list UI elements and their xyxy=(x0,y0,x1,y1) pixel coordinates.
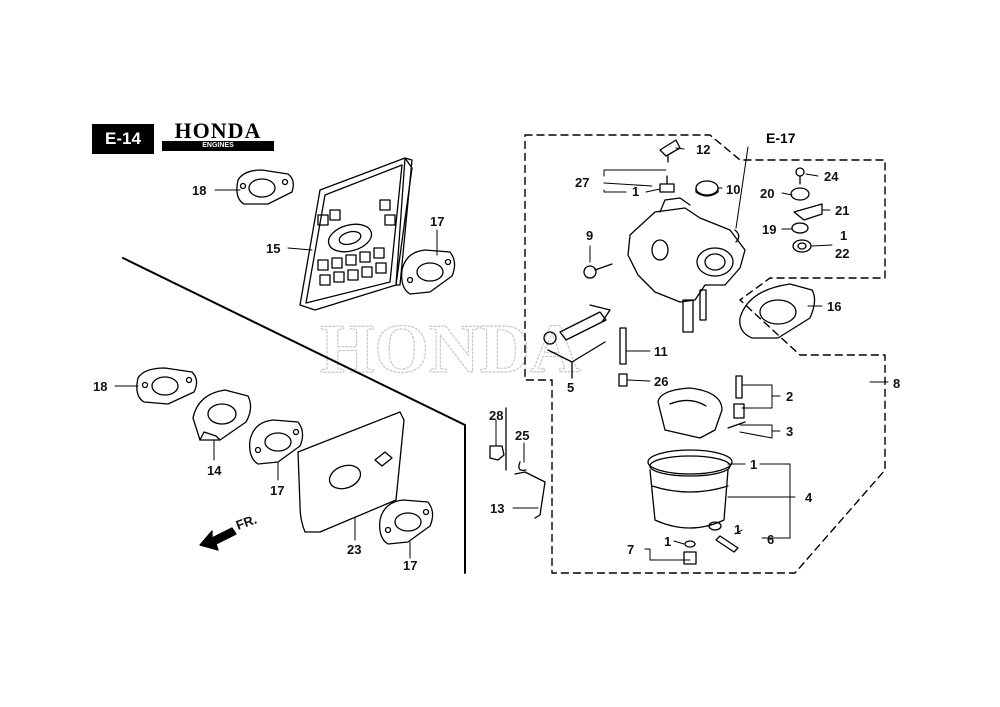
label-2: 2 xyxy=(786,389,793,404)
label-14: 14 xyxy=(207,463,222,478)
label-6: 6 xyxy=(767,532,774,547)
label-21: 21 xyxy=(835,203,849,218)
insulator-plate-15 xyxy=(299,157,413,311)
label-1-screw: 1 xyxy=(734,522,741,537)
choke-rod-13 xyxy=(514,471,546,519)
label-18-upper: 18 xyxy=(192,183,206,198)
watermark: HONDA xyxy=(320,311,581,388)
label-16: 16 xyxy=(827,299,841,314)
label-24: 24 xyxy=(824,169,839,184)
label-17-middle: 17 xyxy=(270,483,284,498)
label-1-right: 1 xyxy=(840,228,847,243)
cross-reference-label: E-17 xyxy=(766,130,796,146)
label-20: 20 xyxy=(760,186,774,201)
label-22: 22 xyxy=(835,246,849,261)
washer-21 xyxy=(793,203,823,221)
clip-25 xyxy=(518,461,527,471)
insulator-14 xyxy=(192,389,252,441)
nut-28 xyxy=(489,445,505,461)
label-17-upper: 17 xyxy=(430,214,444,229)
jet-26 xyxy=(618,373,628,387)
nozzle-11 xyxy=(619,327,627,365)
float-3 xyxy=(657,387,723,439)
label-15: 15 xyxy=(266,241,280,256)
label-1-top: 1 xyxy=(632,184,639,199)
carburetor-boundary xyxy=(524,134,886,574)
front-direction-arrow: FR. xyxy=(199,512,259,551)
label-13: 13 xyxy=(490,501,504,516)
label-26: 26 xyxy=(654,374,668,389)
label-9: 9 xyxy=(586,228,593,243)
label-28: 28 xyxy=(489,408,503,423)
gasket-17-lower xyxy=(379,499,434,545)
gasket-17-middle xyxy=(249,419,304,465)
screw-24 xyxy=(795,167,805,185)
label-5: 5 xyxy=(567,380,574,395)
bearing-22 xyxy=(792,239,812,253)
label-18-lower: 18 xyxy=(93,379,107,394)
brand-name: HONDA xyxy=(174,118,262,143)
label-7: 7 xyxy=(627,542,634,557)
washer-27 xyxy=(659,175,675,193)
throttle-stop-screw-5 xyxy=(543,304,611,345)
separator-line xyxy=(122,257,466,574)
gasket-18-lower xyxy=(136,367,198,405)
seat-20 xyxy=(790,187,810,201)
brand-logo: HONDA ENGINES xyxy=(162,120,274,152)
label-23: 23 xyxy=(347,542,361,557)
label-17-lower: 17 xyxy=(403,558,417,573)
screw-9 xyxy=(583,263,613,279)
heat-shield-23 xyxy=(297,411,405,533)
section-code-box: E-14 xyxy=(92,124,154,154)
leader-lines xyxy=(114,146,889,561)
gasket-18-upper xyxy=(236,169,294,205)
label-1-float: 1 xyxy=(750,457,757,472)
label-11: 11 xyxy=(654,344,668,359)
label-19: 19 xyxy=(762,222,776,237)
label-12: 12 xyxy=(696,142,710,157)
float-chamber-4 xyxy=(647,449,733,531)
brand-sub: ENGINES xyxy=(162,141,274,151)
valve-2 xyxy=(727,375,746,429)
carburetor-body xyxy=(627,197,746,333)
drain-bolt-7 xyxy=(683,540,697,565)
cap-10 xyxy=(695,180,719,197)
label-1-bolt: 1 xyxy=(664,534,671,549)
screw-6 xyxy=(715,535,739,553)
front-direction-label: FR. xyxy=(234,512,259,533)
label-27: 27 xyxy=(575,175,589,190)
gasket-16 xyxy=(739,283,816,339)
label-25: 25 xyxy=(515,428,529,443)
label-4: 4 xyxy=(805,490,813,505)
seal-19 xyxy=(791,222,809,234)
valve-12 xyxy=(659,139,681,163)
gasket-17-upper xyxy=(401,249,456,295)
part-labels: 18 15 17 18 14 17 23 17 28 25 13 9 5 27 … xyxy=(93,142,900,573)
section-code: E-14 xyxy=(105,129,141,148)
label-3: 3 xyxy=(786,424,793,439)
label-8: 8 xyxy=(893,376,900,391)
label-10: 10 xyxy=(726,182,740,197)
